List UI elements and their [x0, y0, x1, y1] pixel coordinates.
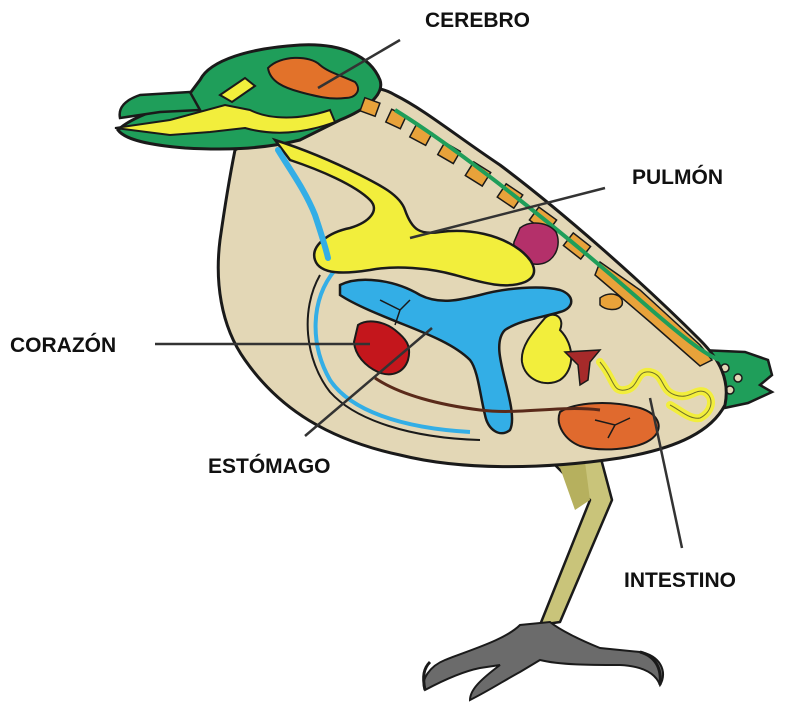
label-brain: CEREBRO	[425, 10, 530, 31]
label-intestine: INTESTINO	[624, 570, 736, 591]
feet	[424, 622, 663, 700]
legs	[540, 455, 612, 625]
label-lung: PULMÓN	[632, 167, 723, 188]
label-stomach: ESTÓMAGO	[208, 456, 331, 477]
small-organ	[600, 294, 622, 309]
label-heart: CORAZÓN	[10, 335, 116, 356]
